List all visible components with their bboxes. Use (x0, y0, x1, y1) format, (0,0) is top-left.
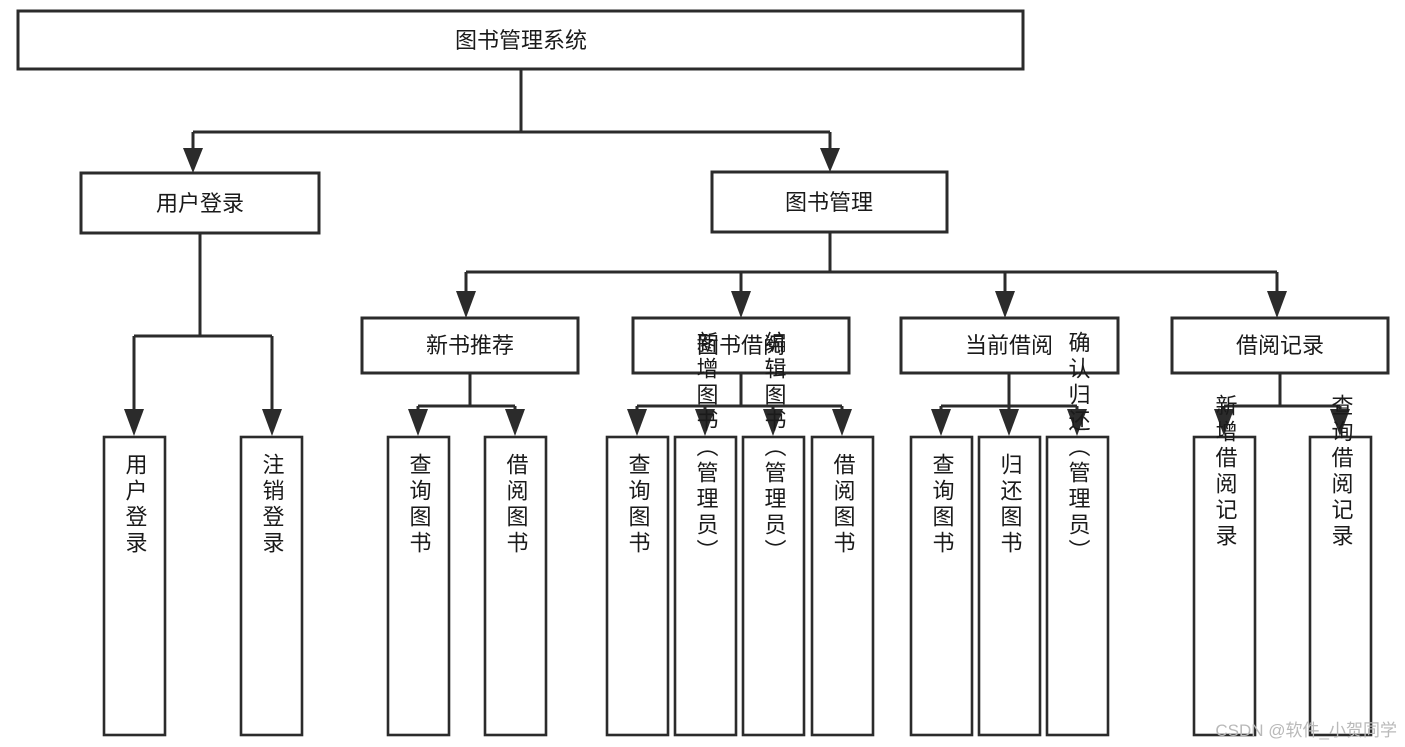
node-user-login-box[interactable] (79, 171, 321, 235)
node-leaf-confirm-return-box[interactable] (1045, 435, 1110, 737)
node-leaf-user-login-label: 用户登录 (123, 453, 148, 557)
arrowhead-leaf-add-book (695, 409, 715, 436)
arrowhead-new-book-recommend (456, 291, 476, 318)
node-leaf-query-borrow-record[interactable]: 查询借阅记录 (1308, 394, 1373, 737)
arrowhead-leaf-borrow-book-1 (505, 409, 525, 436)
node-leaf-query-book-3[interactable]: 查询图书 (909, 435, 974, 737)
node-leaf-add-borrow-record-box[interactable] (1192, 435, 1257, 737)
node-leaf-query-book-1[interactable]: 查询图书 (386, 435, 451, 737)
node-leaf-query-book-1-label: 查询图书 (407, 453, 432, 557)
node-leaf-query-book-2[interactable]: 查询图书 (605, 435, 670, 737)
node-leaf-borrow-book-1-box[interactable] (483, 435, 548, 737)
node-root-label: 图书管理系统 (455, 28, 587, 53)
node-current-borrow-label: 当前借阅 (965, 333, 1053, 358)
node-leaf-edit-book-box[interactable] (741, 435, 806, 737)
node-leaf-add-book[interactable]: 新增图书（管理员） (673, 331, 738, 737)
node-book-management[interactable]: 图书管理 (710, 170, 949, 234)
arrowhead-leaf-query-borrow-record (1330, 409, 1350, 436)
node-leaf-query-borrow-record-box[interactable] (1308, 435, 1373, 737)
connector-group-user-login (124, 233, 282, 436)
node-user-login-label: 用户登录 (156, 191, 244, 216)
node-leaf-query-book-1-box[interactable] (386, 435, 451, 737)
arrowhead-leaf-query-book-2 (627, 409, 647, 436)
node-leaf-add-book-box[interactable] (673, 435, 738, 737)
node-root[interactable]: 图书管理系统 (16, 9, 1025, 71)
node-book-borrow-label: 图书借阅 (697, 333, 785, 358)
node-borrow-record-label: 借阅记录 (1236, 333, 1324, 358)
node-leaf-borrow-book-2-box[interactable] (810, 435, 875, 737)
node-leaf-query-book-2-box[interactable] (605, 435, 670, 737)
node-leaf-confirm-return-label: 确认归还（管理员） (1066, 331, 1091, 565)
node-new-book-recommend-label: 新书推荐 (426, 333, 514, 358)
arrowhead-book-management (820, 148, 840, 172)
node-leaf-borrow-book-1-label: 借阅图书 (504, 453, 529, 557)
arrowhead-user-login (183, 148, 203, 173)
node-book-borrow-box[interactable] (631, 316, 851, 375)
arrowhead-borrow-record (1267, 291, 1287, 318)
node-leaf-logout-login-box[interactable] (239, 435, 304, 737)
connector-group-book-management (456, 232, 1287, 318)
arrowhead-leaf-confirm-return (1067, 409, 1087, 436)
node-user-login[interactable]: 用户登录 (79, 171, 321, 235)
arrowhead-leaf-query-book-3 (931, 409, 951, 436)
node-leaf-user-login[interactable]: 用户登录 (102, 435, 167, 737)
arrowhead-leaf-user-login (124, 409, 144, 436)
arrowhead-leaf-add-borrow-record (1214, 409, 1234, 436)
node-leaf-edit-book-label: 编辑图书（管理员） (762, 331, 787, 565)
node-current-borrow-box[interactable] (899, 316, 1120, 375)
arrowhead-leaf-query-book-1 (408, 409, 428, 436)
connector-group-book-borrow (627, 373, 852, 436)
node-root-box[interactable] (16, 9, 1025, 71)
node-leaf-confirm-return[interactable]: 确认归还（管理员） (1045, 331, 1110, 737)
connector-group-borrow-record (1214, 373, 1350, 436)
node-leaf-logout-login[interactable]: 注销登录 (239, 435, 304, 737)
node-current-borrow[interactable]: 当前借阅 (899, 316, 1120, 375)
connector-group-new-book-recommend (408, 373, 525, 436)
node-leaf-query-borrow-record-label: 查询借阅记录 (1329, 394, 1354, 550)
arrowhead-leaf-edit-book (763, 409, 783, 436)
node-leaf-borrow-book-2-label: 借阅图书 (831, 453, 856, 557)
node-borrow-record-box[interactable] (1170, 316, 1390, 375)
node-leaf-borrow-book-1[interactable]: 借阅图书 (483, 435, 548, 737)
node-book-management-box[interactable] (710, 170, 949, 234)
connector-group-current-borrow (931, 373, 1087, 436)
node-book-borrow[interactable]: 图书借阅 (631, 316, 851, 375)
node-leaf-add-borrow-record-label: 新增借阅记录 (1213, 394, 1238, 550)
node-leaf-return-book-box[interactable] (977, 435, 1042, 737)
node-leaf-user-login-box[interactable] (102, 435, 167, 737)
node-leaf-edit-book[interactable]: 编辑图书（管理员） (741, 331, 806, 737)
node-leaf-return-book-label: 归还图书 (998, 453, 1023, 557)
connector-group-root (183, 69, 840, 173)
arrowhead-leaf-borrow-book-2 (832, 409, 852, 436)
node-book-management-label: 图书管理 (785, 190, 873, 215)
arrowhead-leaf-return-book (999, 409, 1019, 436)
node-new-book-recommend-box[interactable] (360, 316, 580, 375)
node-new-book-recommend[interactable]: 新书推荐 (360, 316, 580, 375)
arrowhead-book-borrow (731, 291, 751, 318)
node-leaf-query-book-3-label: 查询图书 (930, 453, 955, 557)
node-leaf-add-borrow-record[interactable]: 新增借阅记录 (1192, 394, 1257, 737)
node-leaf-logout-login-label: 注销登录 (260, 453, 285, 557)
node-leaf-return-book[interactable]: 归还图书 (977, 435, 1042, 737)
node-leaf-query-book-2-label: 查询图书 (626, 453, 651, 557)
arrowhead-current-borrow (995, 291, 1015, 318)
node-leaf-query-book-3-box[interactable] (909, 435, 974, 737)
node-leaf-borrow-book-2[interactable]: 借阅图书 (810, 435, 875, 737)
node-leaf-add-book-label: 新增图书（管理员） (694, 331, 719, 565)
node-borrow-record[interactable]: 借阅记录 (1170, 316, 1390, 375)
arrowhead-leaf-logout-login (262, 409, 282, 436)
